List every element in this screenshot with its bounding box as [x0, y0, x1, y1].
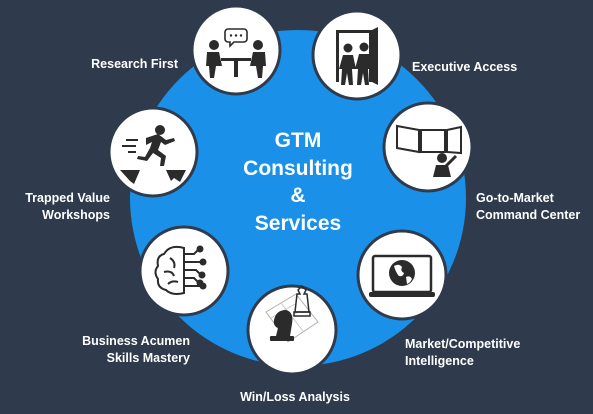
label-trapped-value: Trapped Value Workshops — [25, 191, 110, 222]
node-market-intelligence — [356, 229, 448, 321]
brain-circuit-icon — [154, 245, 207, 295]
center-title-line-4: Services — [255, 212, 341, 235]
label-market-intelligence: Market/Competitive Intelligence — [405, 337, 521, 368]
node-research-first — [190, 4, 282, 96]
label-win-loss: Win/Loss Analysis — [240, 390, 350, 404]
node-business-acumen — [138, 225, 230, 317]
node-win-loss — [246, 284, 338, 376]
globe-monitor-icon — [369, 254, 435, 297]
meeting-icon — [206, 28, 266, 78]
node-command-center — [382, 101, 474, 193]
center-title-line-2: Consulting — [243, 157, 353, 180]
center-title-line-1: GTM — [275, 129, 322, 152]
node-executive-access — [311, 9, 403, 101]
label-executive-access: Executive Access — [412, 60, 518, 74]
label-research-first: Research First — [91, 57, 178, 71]
chess-pieces-icon — [265, 284, 319, 343]
open-door-icon — [336, 27, 378, 85]
label-business-acumen: Business Acumen Skills Mastery — [82, 334, 190, 365]
label-command-center: Go-to-Market Command Center — [476, 191, 581, 222]
center-title-line-3: & — [290, 184, 305, 207]
node-trapped-value — [107, 106, 199, 198]
presentation-screen-icon — [396, 124, 462, 177]
leaping-person-icon — [120, 125, 186, 184]
